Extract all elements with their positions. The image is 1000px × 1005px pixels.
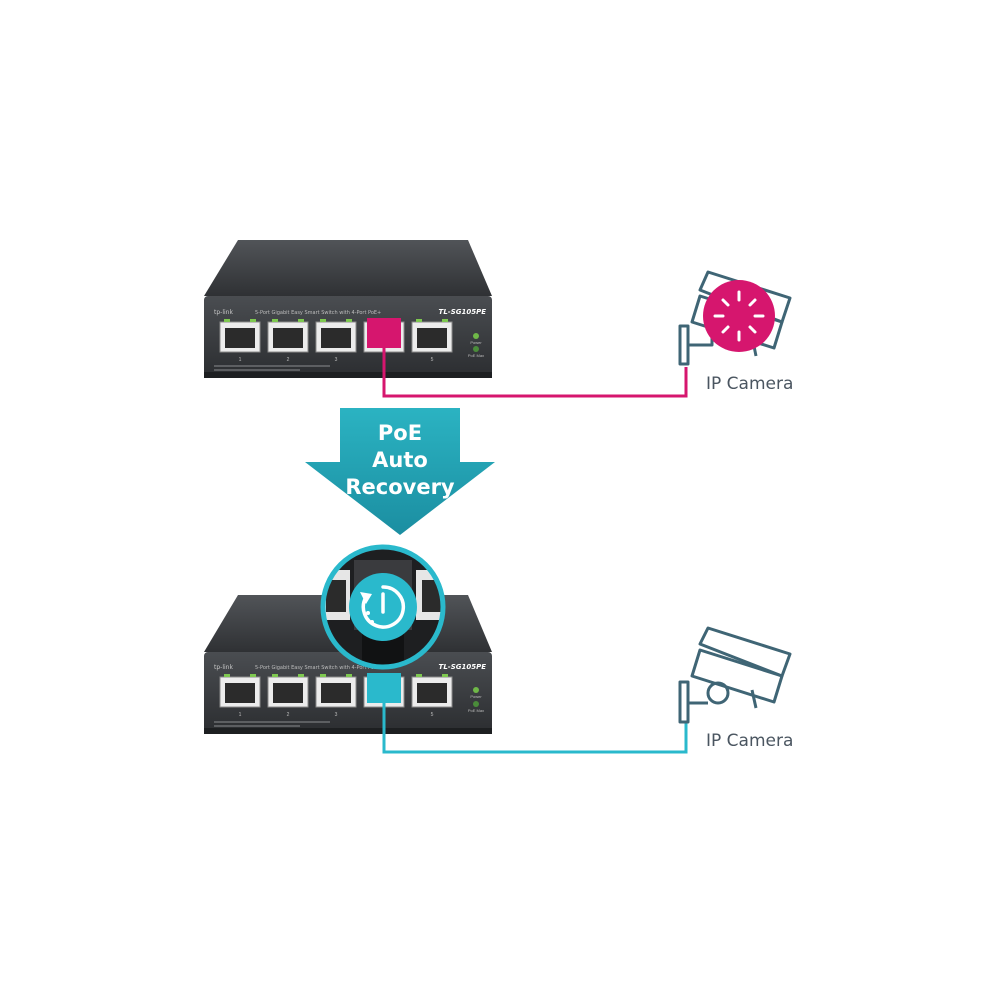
poe-max-led-label-top: PoE Max xyxy=(468,353,484,358)
recovery-icon xyxy=(349,573,417,641)
poe-max-led-top xyxy=(473,346,479,352)
ports-top xyxy=(219,319,453,353)
poe-max-led-label-bottom: PoE Max xyxy=(468,708,484,713)
switch-top: tp-link 5-Port Gigabit Easy Smart Switch… xyxy=(204,240,492,378)
port-number-1-top: 1 xyxy=(239,357,242,363)
port-number-5-top: 5 xyxy=(431,357,434,363)
switch-description-top: 5-Port Gigabit Easy Smart Switch with 4-… xyxy=(255,310,381,316)
arrow-caption-line-1: PoE xyxy=(377,421,423,445)
model-label-bottom: TL-SG105PE xyxy=(439,663,487,671)
brand-logo-top: tp-link xyxy=(214,309,233,316)
fault-cable xyxy=(382,348,688,398)
brand-logo-bottom: tp-link xyxy=(214,664,233,671)
recovered-plug xyxy=(367,673,401,703)
ports-bottom xyxy=(219,674,453,708)
arrow-caption-line-3: Recovery xyxy=(345,475,455,499)
power-led-bottom xyxy=(473,687,479,693)
switch-top-lid xyxy=(204,240,492,296)
recovered-cable xyxy=(382,703,688,754)
camera-icon xyxy=(678,626,792,724)
fault-plug xyxy=(367,318,401,348)
power-led-top xyxy=(473,333,479,339)
switch-description-bottom: 5-Port Gigabit Easy Smart Switch with 4-… xyxy=(255,665,381,671)
poe-max-led-bottom xyxy=(473,701,479,707)
camera-label-top: IP Camera xyxy=(706,374,794,394)
port-number-3-bottom: 3 xyxy=(335,712,338,718)
loading-spinner-icon xyxy=(703,280,775,352)
port-number-2-bottom: 2 xyxy=(287,712,290,718)
arrow-caption: PoE Auto Recovery xyxy=(305,420,495,501)
port-number-3-top: 3 xyxy=(335,357,338,363)
model-label-top: TL-SG105PE xyxy=(439,308,487,316)
port-number-1-bottom: 1 xyxy=(239,712,242,718)
port-number-2-top: 2 xyxy=(287,357,290,363)
arrow-caption-line-2: Auto xyxy=(372,448,428,472)
power-led-label-bottom: Power xyxy=(470,694,482,699)
recovery-arrow xyxy=(305,408,495,535)
port-number-5-bottom: 5 xyxy=(431,712,434,718)
power-led-label-top: Power xyxy=(470,340,482,345)
camera-label-bottom: IP Camera xyxy=(706,731,794,751)
